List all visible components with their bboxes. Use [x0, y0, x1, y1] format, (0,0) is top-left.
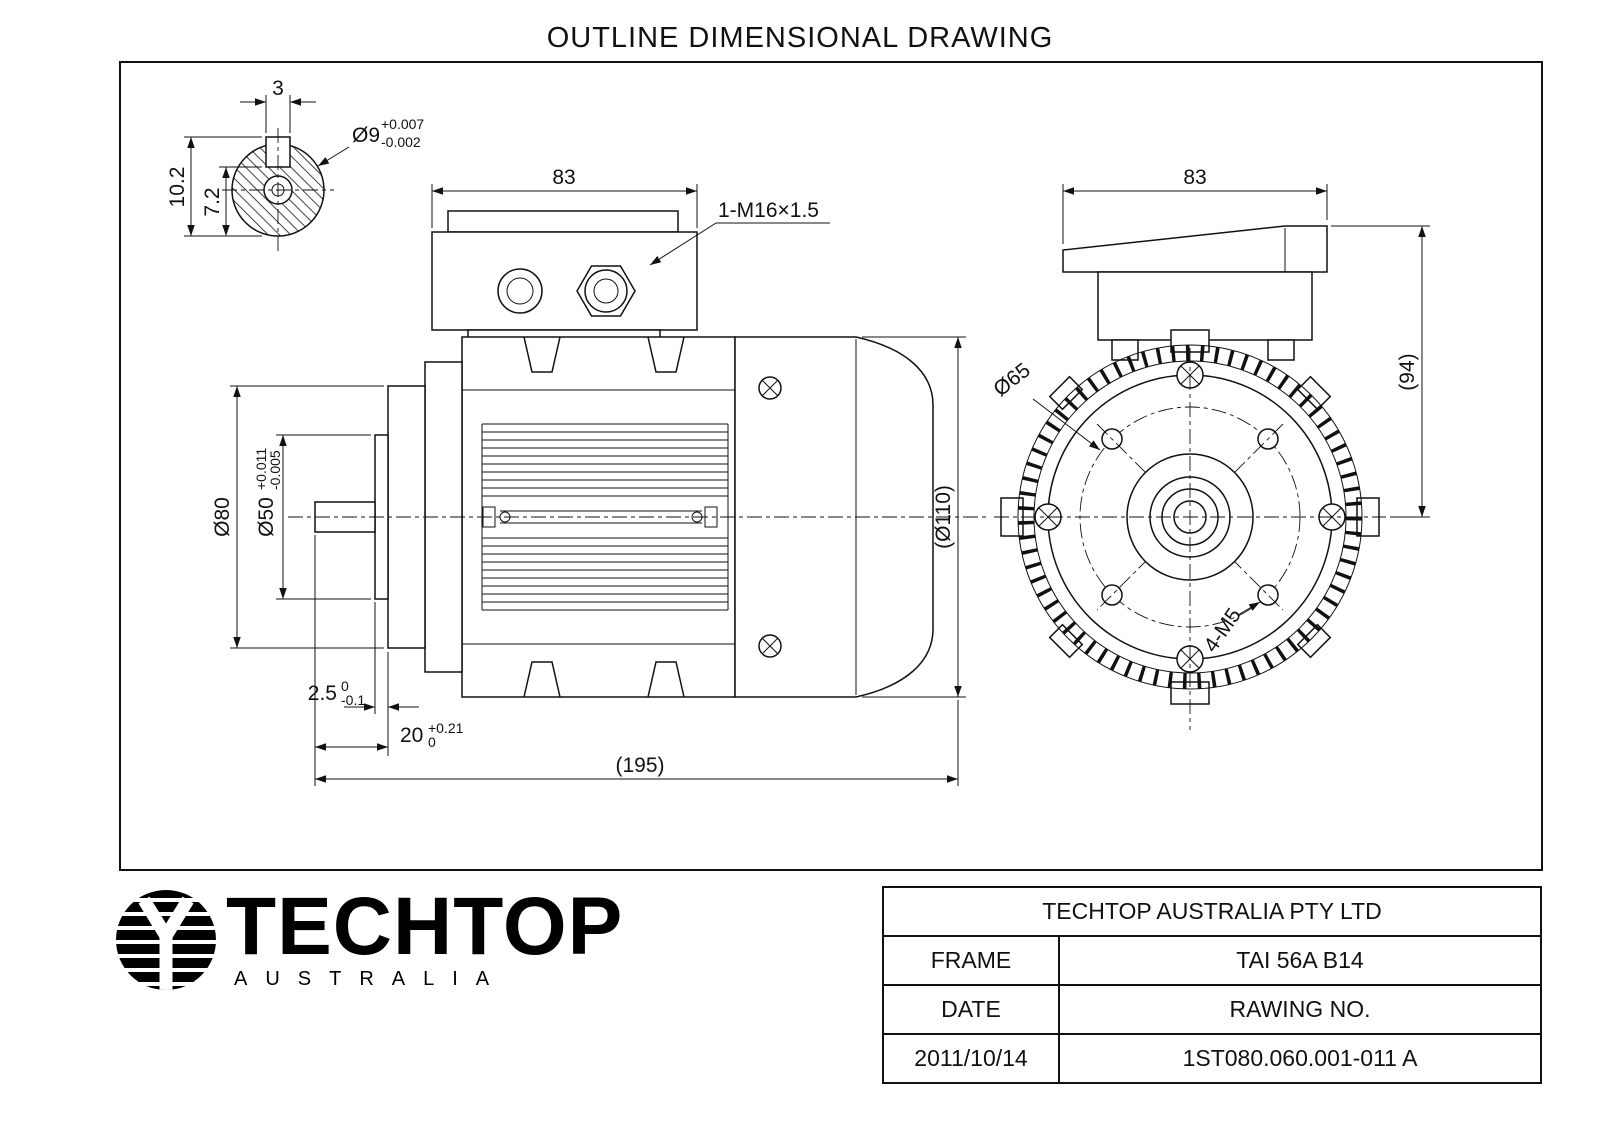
side-view: 83 1-M16×1.5 Ø80 Ø50 +0.011 -0.005 [211, 166, 988, 786]
company-logo: TECHTOP AUSTRALIA [116, 886, 623, 998]
dim-text-overall-length: (195) [615, 754, 664, 777]
dim-text-spigot-depth-tol-upper: 0 [341, 678, 349, 694]
dim-spigot-dia: Ø50 +0.011 -0.005 [253, 434, 371, 600]
drawing-border [119, 61, 1543, 871]
dim-box-height: (94) [1331, 225, 1430, 518]
dim-text-shaft-length: 20 [400, 724, 423, 747]
dim-body-dia: (Ø110) [862, 336, 966, 698]
frame-value: TAI 56A B14 [1058, 937, 1540, 984]
dim-shaft-length: 20 +0.21 0 [314, 535, 464, 786]
terminal-box-side [431, 210, 698, 339]
drawing-no-label: RAWING NO. [1058, 986, 1540, 1033]
dim-text-box-height: (94) [1396, 353, 1419, 390]
drawing-title: OUTLINE DIMENSIONAL DRAWING [546, 22, 1054, 54]
dim-text-keyway-width: 3 [272, 77, 284, 100]
date-label: DATE [941, 996, 1001, 1022]
logo-country-text: AUSTRALIA [234, 968, 508, 990]
frame-label: FRAME [930, 947, 1012, 973]
date-value: 2011/10/14 [914, 1045, 1028, 1071]
dim-text-box-width-side: 83 [552, 166, 575, 189]
dim-text-height-over-key: 10.2 [166, 167, 189, 208]
dim-text-shaft-length-tol-upper: +0.21 [428, 720, 464, 736]
diagonal-centerline [1096, 423, 1284, 611]
dim-keyway-width: 3 [240, 77, 316, 133]
dim-text-spigot-depth-tol-lower: -0.1 [341, 692, 365, 708]
end-view: 83 (94) Ø65 4-M5 [989, 166, 1430, 730]
terminal-box-end [1062, 225, 1328, 361]
mounting-holes [1101, 428, 1279, 606]
shaft-dia-callout: Ø9 +0.007 -0.002 [317, 116, 424, 167]
dim-flange-dia: Ø80 [211, 385, 384, 649]
dim-height-over-key: 10.2 [166, 136, 262, 237]
dim-text-spigot-tol-lower: -0.005 [267, 450, 283, 490]
dim-box-width-side: 83 [431, 166, 698, 228]
dim-text-spigot-depth: 2.5 [308, 682, 337, 705]
title-block: TECHTOP AUSTRALIA PTY LTD FRAME TAI 56A … [882, 886, 1542, 1084]
dim-text-bore-tol-upper: +0.007 [381, 116, 424, 132]
title-block-frame-row: FRAME TAI 56A B14 [884, 935, 1540, 984]
cover-bolt-top [758, 376, 782, 400]
gland-callout: 1-M16×1.5 [649, 199, 830, 266]
dim-text-bore-tol-lower: -0.002 [381, 134, 421, 150]
dim-text-flange-dia: Ø80 [211, 497, 234, 537]
techtop-logo-icon [116, 890, 216, 990]
dim-text-spigot-tol-upper: +0.011 [253, 448, 269, 490]
diagonal-centerline [1096, 423, 1284, 611]
shaft-section-view: 3 10.2 7.2 Ø9 +0.007 -0.002 [166, 77, 424, 252]
title-block-company-row: TECHTOP AUSTRALIA PTY LTD [884, 888, 1540, 935]
dim-text-register-dia: Ø65 [989, 359, 1034, 402]
dim-box-width-end: 83 [1062, 166, 1328, 244]
logo-brand-text: TECHTOP [226, 881, 624, 972]
dim-text-box-width-end: 83 [1183, 166, 1206, 189]
dim-text-gland: 1-M16×1.5 [718, 199, 819, 222]
title-block-values-row: 2011/10/14 1ST080.060.001-011 A [884, 1033, 1540, 1082]
title-block-labels-row: DATE RAWING NO. [884, 984, 1540, 1033]
cover-bolt-bottom [758, 634, 782, 658]
company-name: TECHTOP AUSTRALIA PTY LTD [1042, 898, 1382, 924]
dim-keyway-depth: 7.2 [201, 166, 262, 236]
dim-text-keyway-depth: 7.2 [201, 187, 224, 216]
dim-text-body-dia: (Ø110) [932, 485, 955, 549]
dim-text-shaft-length-tol-lower: 0 [428, 734, 436, 750]
drawing-no-value: 1ST080.060.001-011 A [1058, 1035, 1540, 1082]
dim-text-spigot-dia: Ø50 [255, 497, 278, 537]
dim-spigot-depth: 2.5 0 -0.1 [308, 602, 419, 756]
dim-overall-length: (195) [315, 700, 959, 786]
dim-text-bore: Ø9 [352, 124, 380, 147]
